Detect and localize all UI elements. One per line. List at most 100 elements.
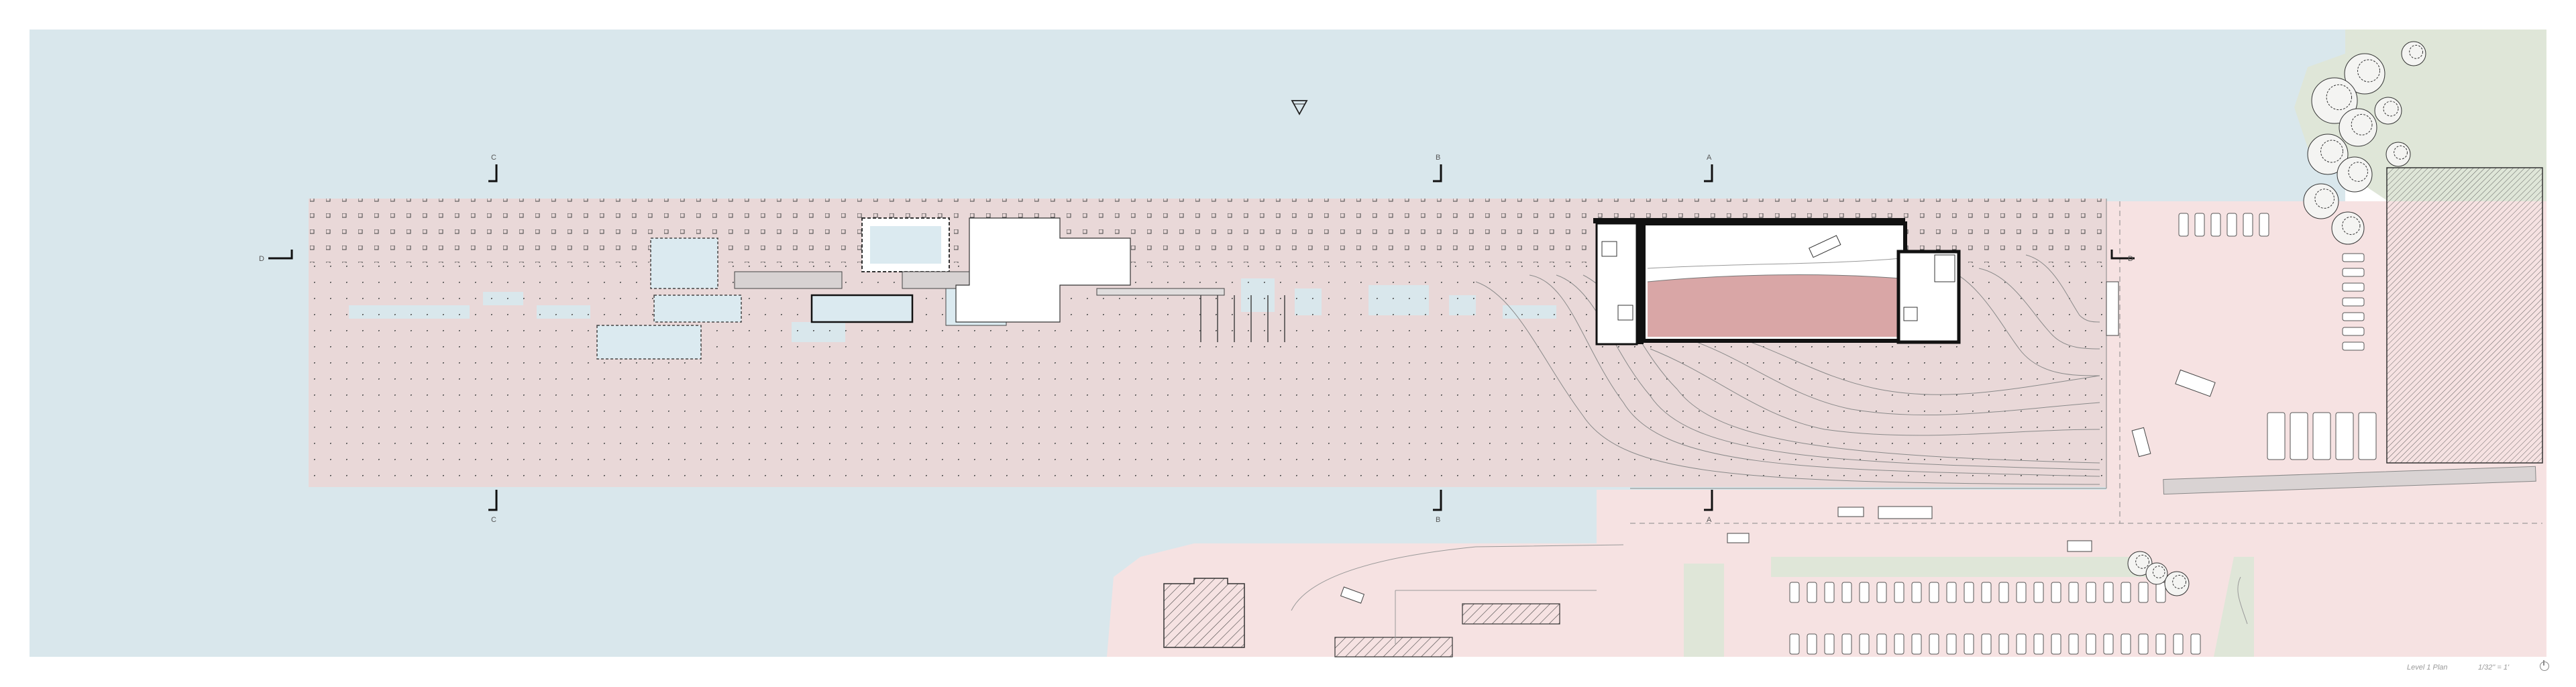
promenade-edges (1630, 199, 2542, 524)
parked-car (1981, 582, 1992, 603)
parked-car (2342, 297, 2365, 307)
parked-car (2342, 327, 2365, 336)
section-markers (268, 164, 2135, 511)
parked-car (2243, 213, 2253, 237)
tree-canopy-detail (2326, 84, 2353, 111)
tree-canopy (2339, 108, 2377, 147)
section-label-a-top: A (1707, 154, 1712, 162)
parking-stalls (1789, 213, 2377, 655)
roads (1291, 544, 2248, 644)
parked-car (1876, 582, 1887, 603)
north-arrow-icon (2540, 660, 2549, 671)
lawn-strip (1771, 557, 2147, 577)
tree-canopy-detail (2351, 113, 2373, 136)
parked-car (2342, 268, 2365, 277)
tree-canopy (2164, 571, 2190, 596)
parked-car (2155, 582, 2166, 603)
tree-canopy-detail (2342, 216, 2361, 235)
tree-canopy (2145, 562, 2168, 585)
drawing-title: Level 1 Plan (2407, 664, 2448, 672)
land-area (1107, 201, 2546, 657)
tree-canopy-detail (2320, 140, 2343, 163)
parked-car (1929, 582, 1939, 603)
parked-car (2259, 213, 2269, 237)
hatched-shed-2 (1334, 637, 1453, 657)
lawn-patch (1684, 564, 1724, 657)
parked-car (2173, 633, 2184, 655)
parked-car (2312, 412, 2331, 460)
tree-canopy-detail (2409, 44, 2424, 59)
parked-car (2121, 633, 2131, 655)
hatched-building-right (2386, 167, 2543, 464)
parked-car (1894, 582, 1904, 603)
parked-car (1964, 582, 1974, 603)
hatched-shed-1 (1462, 603, 1560, 625)
parked-car (1859, 633, 1870, 655)
parked-car (2051, 582, 2061, 603)
section-label-a-bottom: A (1707, 516, 1712, 524)
parked-car (2103, 582, 2114, 603)
parked-car (2033, 633, 2044, 655)
vehicles (1340, 281, 2216, 604)
tree-canopy (2303, 183, 2339, 219)
parked-car (1911, 633, 1922, 655)
central-pavilion (955, 217, 1285, 342)
parked-car (2210, 213, 2221, 237)
tree-canopy-detail (2172, 574, 2187, 589)
parked-car (2138, 582, 2149, 603)
parked-car (1998, 582, 2009, 603)
parked-car (2335, 412, 2354, 460)
parked-car (2138, 633, 2149, 655)
parked-car (2016, 582, 2027, 603)
section-label-d-left: D (259, 255, 264, 263)
parked-car (2068, 582, 2079, 603)
parked-car (2178, 213, 2189, 237)
hatched-building-bottom (1163, 578, 1245, 648)
tree-canopy (2337, 156, 2373, 193)
tree-canopy (2344, 53, 2385, 95)
parked-car (2033, 582, 2044, 603)
tree-canopy-detail (2357, 59, 2380, 83)
tree-canopy-detail (2314, 189, 2334, 209)
tree-canopy-detail (2152, 566, 2165, 578)
trees (2127, 41, 2426, 596)
parked-car (1911, 582, 1922, 603)
parked-car (1841, 582, 1852, 603)
parked-car (1946, 633, 1957, 655)
lawn-corner (2214, 557, 2254, 657)
parked-car (1824, 633, 1835, 655)
parked-car (2342, 312, 2365, 321)
parked-car (2086, 582, 2096, 603)
section-label-b-top: B (1436, 154, 1440, 162)
parked-car (2226, 213, 2237, 237)
parked-car (2086, 633, 2096, 655)
section-label-b-bottom: B (1436, 516, 1440, 524)
parked-car (1929, 633, 1939, 655)
tree-canopy (2401, 41, 2426, 66)
section-label-c-top: C (491, 154, 496, 162)
tree-canopy-detail (2135, 554, 2150, 569)
tree-canopy (2127, 551, 2153, 576)
parked-car (1894, 633, 1904, 655)
level-marker-triangle-icon (1291, 100, 1308, 115)
tree-canopy (2307, 134, 2349, 175)
parked-car (1946, 582, 1957, 603)
parked-car (1964, 633, 1974, 655)
parked-car (2068, 633, 2079, 655)
parked-car (2342, 253, 2365, 262)
parked-car (1859, 582, 1870, 603)
parked-car (2194, 213, 2205, 237)
tree-canopy (2385, 142, 2411, 167)
parked-car (2103, 633, 2114, 655)
boardwalk-strip (2163, 466, 2536, 495)
parked-car (1789, 633, 1800, 655)
parked-car (1807, 633, 1817, 655)
section-label-c-bottom: C (491, 516, 496, 524)
parked-car (1789, 582, 1800, 603)
parked-car (2016, 633, 2027, 655)
drawing-scale: 1/32" = 1' (2478, 664, 2510, 672)
tree-canopy (2311, 77, 2358, 124)
tree-canopy (2374, 97, 2402, 125)
parked-car (2358, 412, 2377, 460)
